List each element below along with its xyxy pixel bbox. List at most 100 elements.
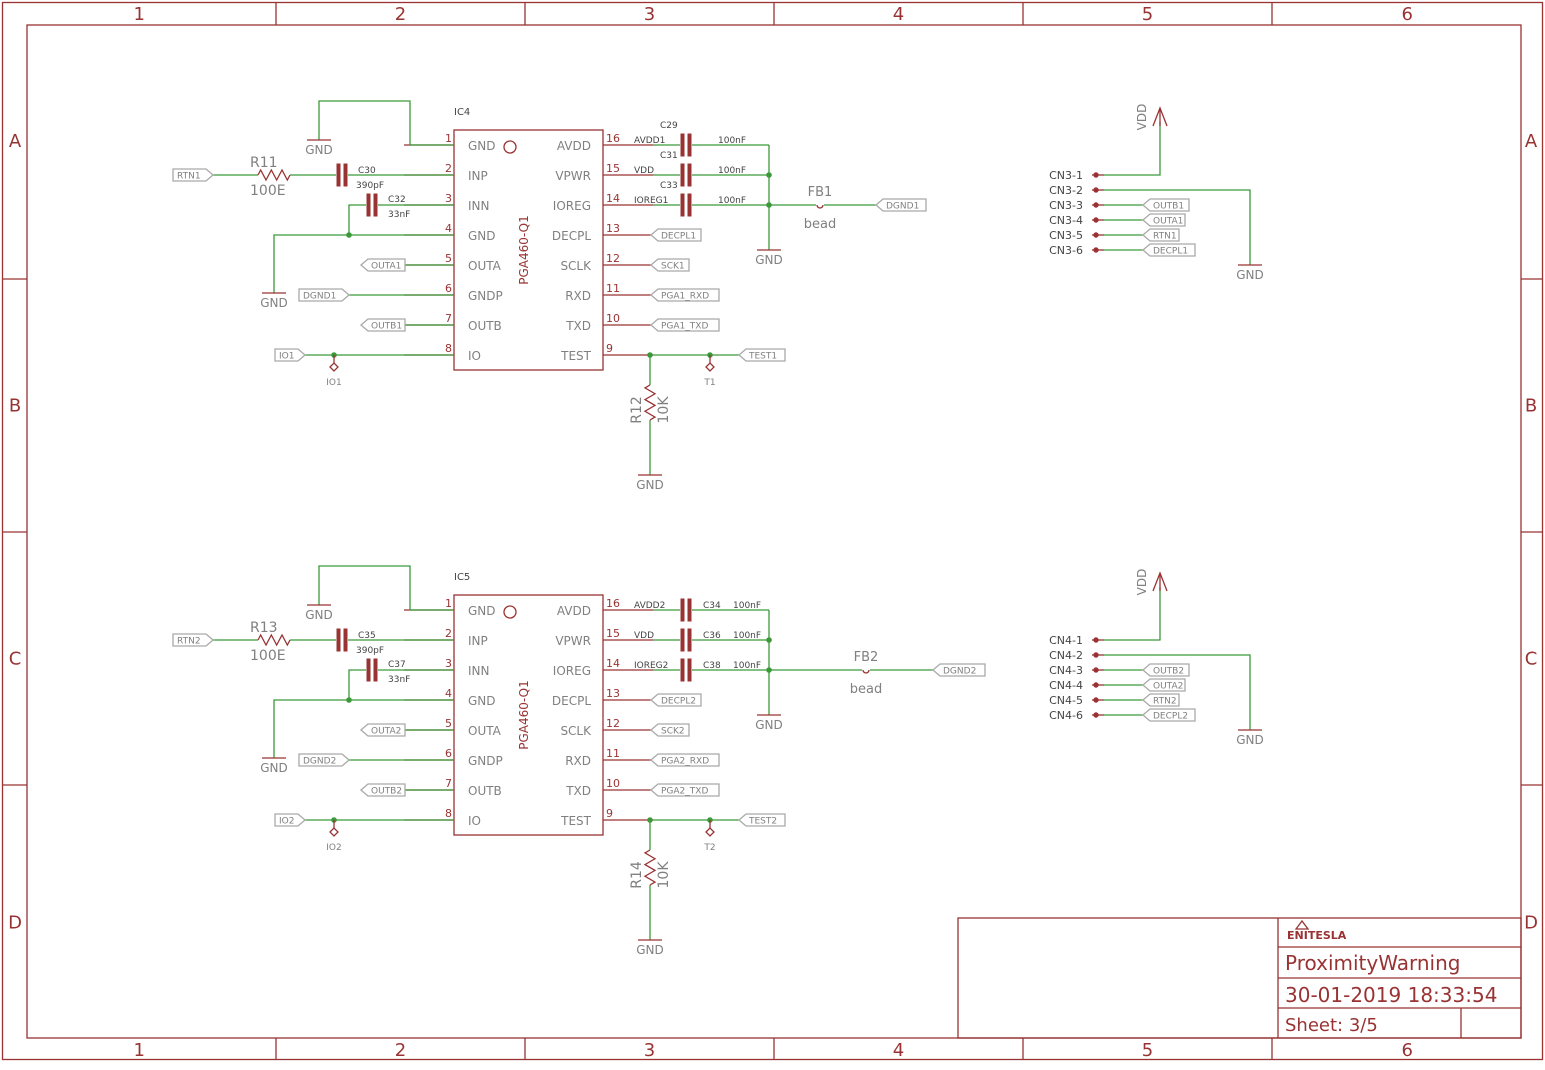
net-label-text: OUTB2: [1153, 667, 1184, 677]
gnd-label: GND: [755, 253, 783, 267]
pin-name: GND: [468, 604, 496, 618]
pin-name: GND: [468, 694, 496, 708]
net-label-outb: OUTB2: [360, 783, 406, 797]
pin-number: 13: [606, 222, 620, 235]
junction-dot: [346, 697, 352, 703]
test-point: T1: [703, 355, 716, 388]
net-label-text: DGND2: [303, 757, 336, 767]
test-point-label: T1: [703, 378, 715, 388]
net-name: AVDD1: [634, 136, 665, 146]
resistor-value: 100E: [250, 648, 286, 664]
pin-number: 7: [445, 777, 452, 790]
net-label-text: RTN2: [177, 637, 201, 647]
cap-plate: [687, 193, 692, 217]
pin-name: IOREG: [553, 199, 591, 213]
test-point: IO1: [326, 355, 342, 388]
net-name: IOREG1: [634, 196, 668, 206]
row-label-left: D: [8, 912, 22, 933]
pin-name: GND: [468, 229, 496, 243]
wire: [348, 669, 366, 700]
net-label-right: PGA1_TXD: [650, 318, 720, 332]
bead-value: bead: [850, 682, 882, 697]
net-label-box: [360, 783, 406, 797]
pin-number: 12: [606, 252, 620, 265]
connector-contact: [1093, 217, 1099, 223]
ferrite-bead: [816, 204, 824, 209]
wire: [318, 100, 454, 146]
capacitor-value: 100nF: [733, 631, 761, 641]
net-label-box: [1142, 678, 1186, 692]
pin-number: 9: [606, 807, 613, 820]
pin-number: 10: [606, 777, 620, 790]
row-label-left: A: [9, 131, 22, 152]
pin-name: IO: [468, 814, 481, 828]
row-label-right: C: [1525, 649, 1538, 670]
capacitor-c31: [680, 163, 692, 187]
pin-name: INN: [468, 664, 490, 678]
row-label-right: A: [1525, 131, 1538, 152]
net-label-box: [360, 318, 406, 332]
resistor-zigzag: [257, 633, 291, 647]
row-label-right: B: [1525, 396, 1537, 417]
pin-number: 9: [606, 342, 613, 355]
row-label-left: C: [9, 649, 22, 670]
net-label-text: DECPL2: [1153, 712, 1188, 722]
capacitor-c29: [680, 133, 692, 157]
project-name: ProximityWarning: [1285, 951, 1460, 975]
pin-name: TXD: [565, 319, 591, 333]
column-label-top: 4: [893, 4, 904, 25]
pin-name: DECPL: [552, 229, 591, 243]
net-label-text: RTN1: [177, 172, 201, 182]
sheet-number: Sheet: 3/5: [1285, 1015, 1378, 1036]
capacitor-value: 100nF: [733, 601, 761, 611]
pin-number: 3: [445, 657, 452, 670]
resistor-r13: [257, 633, 291, 647]
connector-net-label: OUTA2: [1142, 678, 1186, 692]
net-label-text: OUTB2: [371, 787, 402, 797]
pin-name: VPWR: [555, 634, 591, 648]
pin-number: 11: [606, 282, 620, 295]
cap-plate: [680, 163, 685, 187]
net-label-text: SCK1: [661, 262, 685, 272]
wire: [1104, 189, 1251, 265]
net-label-dgnd: DGND1: [298, 288, 350, 302]
pin-number: 16: [606, 597, 620, 610]
cap-plate: [687, 133, 692, 157]
net-label-box: [274, 813, 306, 827]
column-label-bottom: 4: [893, 1040, 904, 1061]
pin-number: 1: [445, 597, 452, 610]
net-label-text: RTN1: [1153, 232, 1177, 242]
connector-contact: [1093, 637, 1099, 643]
capacitor-c33: [680, 193, 692, 217]
bead-name: FB2: [854, 650, 879, 665]
pin-number: 4: [445, 222, 452, 235]
pin1-marker-icon: [503, 605, 517, 619]
pin-number: 14: [606, 192, 620, 205]
column-label-top: 1: [134, 4, 145, 25]
pin-number: 5: [445, 717, 452, 730]
cap-plate: [373, 193, 378, 217]
connector-pin-name: CN4-5: [1049, 694, 1083, 707]
resistor-name: R14: [629, 861, 645, 889]
ic-value: PGA460-Q1: [517, 680, 531, 750]
pin-name: RXD: [565, 289, 591, 303]
pin-name: TEST: [560, 814, 592, 828]
net-label-box: [650, 783, 720, 797]
net-label-text: PGA2_TXD: [661, 787, 708, 797]
net-label-text: TEST1: [748, 352, 777, 362]
wire: [1104, 122, 1161, 176]
pin1-marker-icon: [503, 140, 517, 154]
net-label-text: IO2: [279, 817, 294, 827]
cap-plate: [687, 658, 692, 682]
pin-name: SCLK: [560, 724, 592, 738]
connector-contact: [1093, 697, 1099, 703]
net-label-text: OUTB1: [371, 322, 402, 332]
net-label-text: OUTB1: [1153, 202, 1184, 212]
net-label-box: [172, 168, 214, 182]
bead-value: bead: [804, 217, 836, 232]
pin-number: 8: [445, 342, 452, 355]
net-label-text: OUTA1: [371, 262, 401, 272]
net-label-text: RTN2: [1153, 697, 1177, 707]
